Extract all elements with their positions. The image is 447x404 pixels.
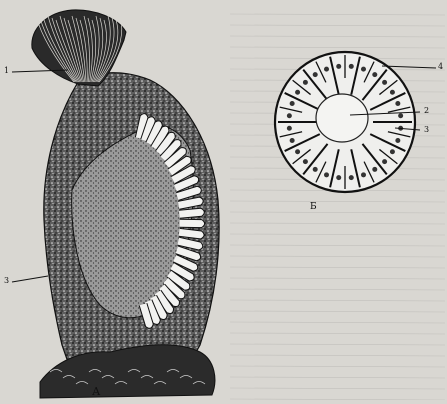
callout-b-3: 3 (424, 126, 429, 134)
background-line (230, 212, 445, 213)
chamber-dot (295, 149, 300, 154)
callout-b-4: 4 (438, 63, 443, 71)
background-line (230, 355, 445, 356)
callout-a-3: 3 (4, 277, 9, 285)
chamber-dot (390, 149, 395, 154)
background-line (230, 267, 445, 268)
chamber-dot (313, 167, 318, 172)
chamber-dot (361, 172, 366, 177)
chamber-dot (372, 167, 377, 172)
septum-plate (179, 208, 205, 218)
chamber-dot (349, 64, 354, 69)
chamber-dot (324, 172, 329, 177)
chamber-dot (382, 159, 387, 164)
chamber-dot (336, 175, 341, 180)
background-line (230, 25, 445, 26)
chamber-dot (361, 67, 366, 72)
chamber-dot (290, 101, 295, 106)
background-line (230, 377, 445, 378)
chamber-dot (336, 64, 341, 69)
background-line (230, 344, 445, 345)
background-line (230, 245, 445, 246)
figure-a (12, 10, 219, 398)
callout-b-2: 2 (424, 107, 429, 115)
chamber-dot (295, 90, 300, 95)
chamber-dot (395, 138, 400, 143)
chamber-dot (382, 80, 387, 85)
chamber-dot (372, 72, 377, 77)
caption-b: Б (310, 203, 317, 212)
background-line (230, 234, 445, 235)
chamber-dot (303, 159, 308, 164)
background-line (230, 201, 445, 202)
caption-a: А (92, 386, 100, 397)
callout-a-1: 1 (4, 67, 9, 75)
chamber-dot (303, 80, 308, 85)
background-line (230, 300, 445, 301)
septum-plate (180, 219, 205, 227)
septum-outline (180, 219, 205, 227)
figure-b (275, 52, 436, 192)
background-line (230, 322, 445, 323)
chamber-dot (287, 113, 292, 118)
background-line (230, 289, 445, 290)
chamber-dot (313, 72, 318, 77)
chamber-dot (349, 175, 354, 180)
chamber-dot (398, 113, 403, 118)
background-line (230, 333, 445, 334)
background-line (230, 14, 445, 15)
background-line (230, 223, 445, 224)
background-line (230, 278, 445, 279)
background-line (230, 366, 445, 367)
chamber-dot (395, 101, 400, 106)
background-line (230, 47, 445, 48)
chamber-dot (290, 138, 295, 143)
septum-outline (179, 208, 205, 218)
background-line (230, 388, 445, 389)
chamber-dot (390, 90, 395, 95)
central-cavity (316, 94, 368, 142)
leader-line-a3 (12, 276, 48, 282)
chamber-dot (287, 126, 292, 131)
chamber-dot (324, 67, 329, 72)
background-line (230, 311, 445, 312)
background-line (230, 256, 445, 257)
background-line (230, 36, 445, 37)
